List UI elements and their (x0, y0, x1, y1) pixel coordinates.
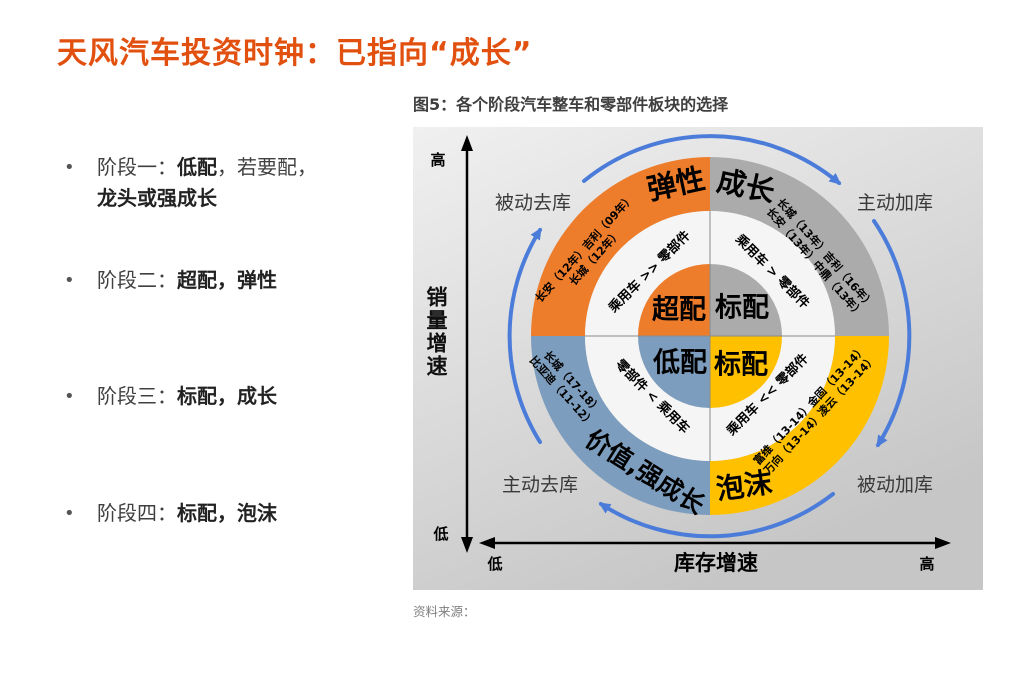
inner-sector-tl (638, 264, 710, 336)
bullet-item-stage3: • 阶段三：标配，成长 (62, 381, 417, 412)
cycle-arrow-bottom (598, 492, 835, 539)
bullet-emphasis: 低配 (177, 155, 217, 179)
outer-ring-bl (531, 336, 710, 515)
figure-panel: 弹性 成长 价值,强成长 泡沫 长安（12年）吉利（09年） 长城（12年） 长… (413, 127, 983, 590)
bullet-item-stage4: • 阶段四：标配，泡沫 (62, 498, 417, 529)
x-axis-low-label: 低 (486, 555, 502, 573)
y-axis-high-label: 高 (430, 151, 445, 169)
bullet-dot: • (64, 386, 75, 407)
bullet-text: ，若要配， (217, 155, 317, 179)
allocation-tr: 标配 (715, 293, 769, 324)
x-axis-arrow-left (479, 537, 495, 549)
x-axis-high-label: 高 (919, 555, 934, 573)
bullet-dot: • (64, 157, 75, 178)
inner-sector-br (710, 336, 782, 408)
y-axis-arrow-down (461, 537, 473, 553)
bullet-item-stage2: • 阶段二：超配，弹性 (62, 265, 417, 296)
allocation-br: 标配 (714, 350, 768, 381)
y-axis-arrow-up (461, 135, 473, 151)
corner-label-br: 被动加库 (857, 474, 933, 496)
bullet-item-stage1: • 阶段一：低配，若要配，龙头或强成长 (62, 152, 417, 214)
bullet-text: 阶段四： (97, 501, 177, 525)
inner-sector-tr (710, 264, 782, 336)
corner-label-tl: 被动去库 (495, 192, 571, 214)
inner-sector-bl (638, 336, 710, 408)
x-axis-arrow-right (935, 537, 951, 549)
cycle-arrow-right (872, 219, 912, 448)
outer-ring-br (710, 336, 889, 515)
bullet-emphasis: 标配，成长 (177, 384, 277, 408)
bullet-dot: • (64, 270, 75, 291)
allocation-tl: 超配 (652, 295, 706, 326)
bullet-text: 阶段三： (97, 384, 177, 408)
figure-caption: 图5：各个阶段汽车整车和零部件板块的选择 (413, 95, 729, 114)
allocation-bl: 低配 (652, 348, 707, 379)
outer-ring-tr (710, 157, 889, 336)
investment-clock-diagram: 弹性 成长 价值,强成长 泡沫 长安（12年）吉利（09年） 长城（12年） 长… (413, 127, 983, 590)
bullet-dot: • (64, 503, 75, 524)
bullet-emphasis: 超配，弹性 (177, 268, 277, 292)
bullet-emphasis: 标配，泡沫 (177, 501, 277, 525)
y-axis-title: 销量增速 (424, 286, 448, 378)
corner-label-tr: 主动加库 (857, 192, 933, 214)
bullet-text: 阶段一： (97, 155, 177, 179)
cycle-arrow-left (507, 227, 542, 444)
y-axis-low-label: 低 (432, 525, 448, 543)
bullet-text: 阶段二： (97, 268, 177, 292)
x-axis-title: 库存增速 (674, 551, 758, 575)
stage-label-br: 泡沫 (714, 466, 774, 506)
bullet-emphasis: 龙头或强成长 (97, 186, 217, 210)
outer-ring-tl (531, 157, 710, 336)
corner-label-bl: 主动去库 (502, 474, 578, 496)
page-title: 天风汽车投资时钟：已指向“成长” (57, 36, 533, 71)
source-label: 资料来源： (413, 604, 476, 619)
cycle-arrow-top (582, 134, 842, 185)
